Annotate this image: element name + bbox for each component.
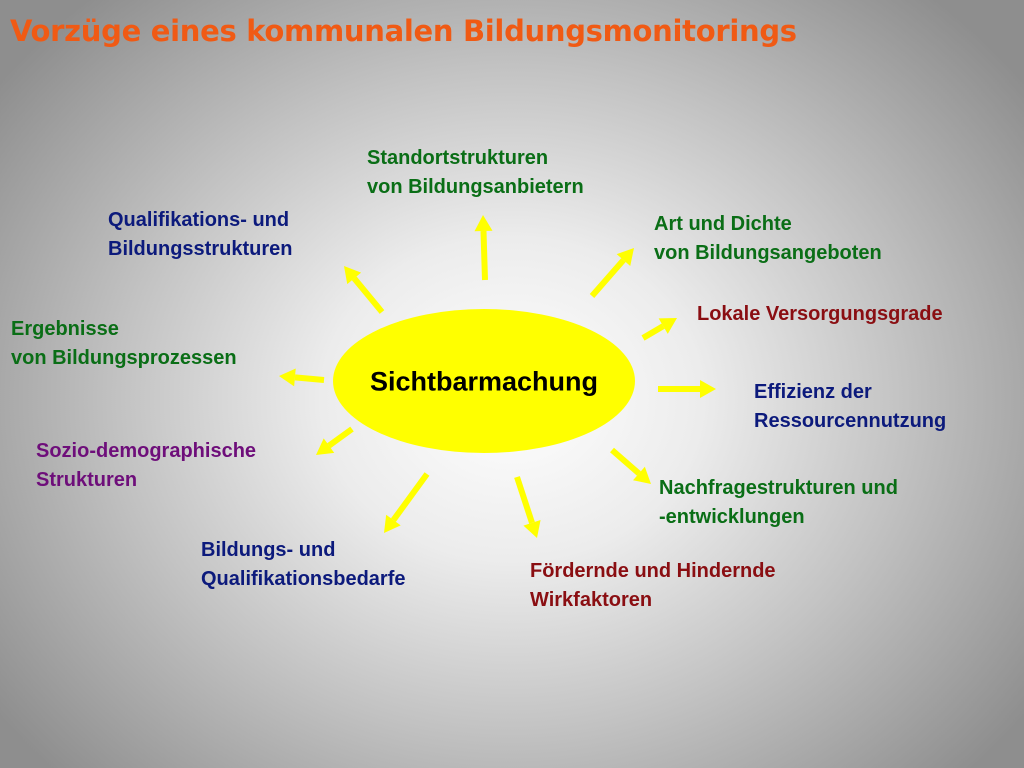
arrow-to-art-und-dichte	[589, 248, 634, 298]
slide-title: Vorzüge eines kommunalen Bildungsmonitor…	[10, 14, 797, 48]
node-nachfragestrukturen: Nachfragestrukturen und-entwicklungen	[659, 477, 898, 528]
arrow-to-nachfragestrukturen	[610, 447, 651, 484]
arrow-to-lokale-versorgungsgrade	[641, 318, 677, 341]
arrow-to-standortstrukturen	[474, 215, 493, 281]
arrow-to-sozio-demographische-strukturen	[316, 426, 354, 455]
arrow-to-wirkfaktoren	[514, 476, 541, 538]
arrow-to-effizienz	[658, 380, 716, 398]
arrow-to-qualifikationsstrukturen	[344, 266, 385, 314]
node-lokale-versorgungsgrade: Lokale Versorgungsgrade	[697, 303, 943, 325]
arrow-to-ergebnisse	[279, 368, 325, 387]
arrow-to-qualifikationsbedarfe	[384, 472, 430, 533]
center-ellipse	[333, 309, 635, 453]
center-label: Sichtbarmachung	[369, 366, 599, 397]
